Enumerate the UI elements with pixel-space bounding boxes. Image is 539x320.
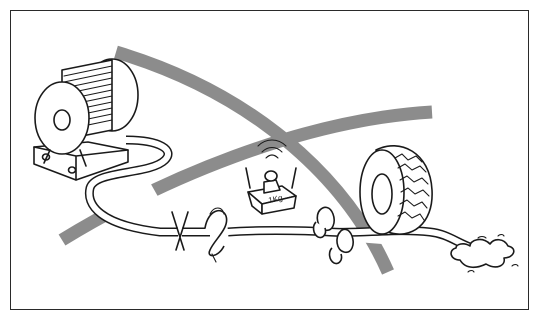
hose-reel-icon	[33, 58, 139, 181]
weight-label: 1Kg	[268, 193, 284, 205]
spill-icon	[450, 233, 519, 273]
tire-icon	[359, 145, 433, 235]
cut-scissors-icon	[171, 211, 189, 251]
footprints-icon	[312, 206, 354, 265]
weight-icon: 1Kg	[245, 139, 297, 215]
hose-icon	[84, 135, 488, 257]
knot-icon	[204, 207, 228, 263]
